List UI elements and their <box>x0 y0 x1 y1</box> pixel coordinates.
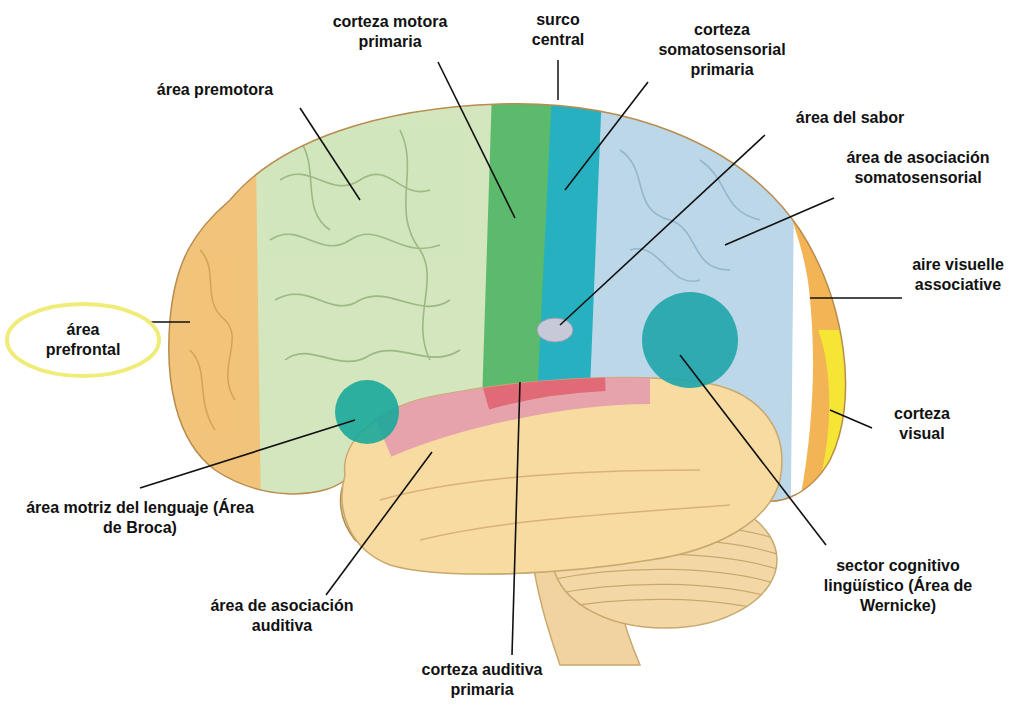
area-label: aire visuelle associative <box>902 255 1014 295</box>
area-label: corteza auditiva primaria <box>397 660 567 700</box>
ellipse-outline <box>4 301 162 379</box>
area-label: sector cognitivo lingüístico (Área de We… <box>808 556 988 616</box>
highlight-ellipse: área prefrontal <box>4 301 162 379</box>
area-label: área premotora <box>115 80 315 100</box>
area-label: área motriz del lenguaje (Área de Broca) <box>25 498 255 538</box>
area-label: corteza visual <box>872 404 972 444</box>
area-label: área de asociación somatosensorial <box>838 148 998 188</box>
area-label: área de asociación auditiva <box>197 596 367 636</box>
area-label: corteza motora primaria <box>315 12 465 52</box>
area-label: surco central <box>518 10 598 50</box>
area-label: área prefrontal <box>33 320 133 360</box>
area-label: corteza somatosensorial primaria <box>642 20 802 80</box>
area-label: área del sabor <box>765 108 935 128</box>
